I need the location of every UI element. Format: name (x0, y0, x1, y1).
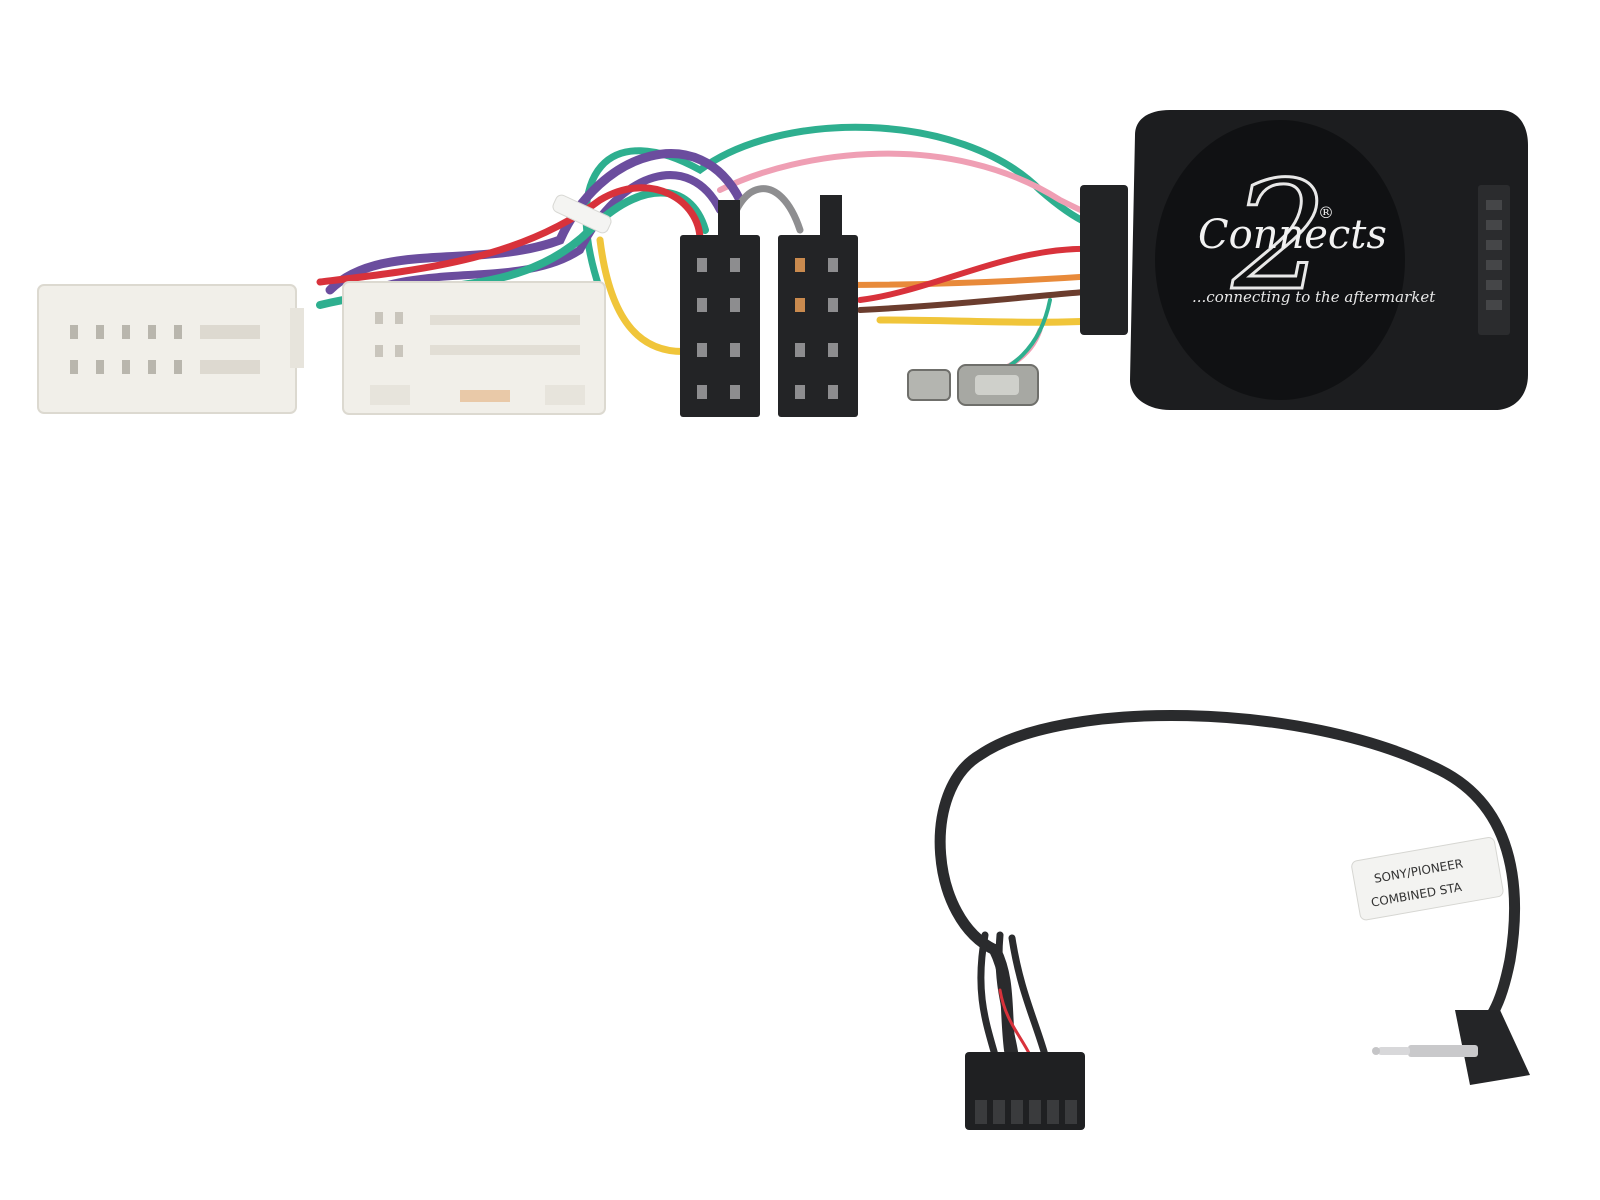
logo-numeral: 2 (1231, 150, 1327, 324)
logo-registered-mark: ® (1318, 203, 1334, 222)
logo-tagline: ...connecting to the aftermarket (1192, 288, 1436, 306)
orange-wire (837, 272, 1113, 288)
white-vehicle-connector-right (342, 281, 606, 415)
iso-connector-left (680, 200, 760, 417)
steering-interface-box: 2 Connects ® ...connecting to the afterm… (1080, 110, 1528, 410)
cable-tie (552, 194, 612, 234)
pink-wire (717, 150, 1123, 225)
iso-connector-right (778, 195, 858, 417)
patch-lead: SONY/PIONEER COMBINED STA (934, 709, 1530, 1130)
red-wire-box (857, 245, 1113, 303)
patch-lead-label: SONY/PIONEER COMBINED STA (1351, 837, 1504, 921)
logo-brand-word: Connects (1198, 212, 1387, 258)
green-wire (582, 123, 1124, 294)
jack-plug (1408, 1045, 1478, 1057)
white-vehicle-connector-left (37, 284, 304, 414)
jack-housing (1455, 1010, 1530, 1085)
patch-lead-cable (934, 709, 1521, 1046)
purple-wire (325, 149, 745, 295)
brand-logo: 2 Connects ® ...connecting to the afterm… (1192, 149, 1436, 326)
antenna-adapters (907, 364, 1039, 406)
purple-wire-2 (346, 171, 724, 304)
